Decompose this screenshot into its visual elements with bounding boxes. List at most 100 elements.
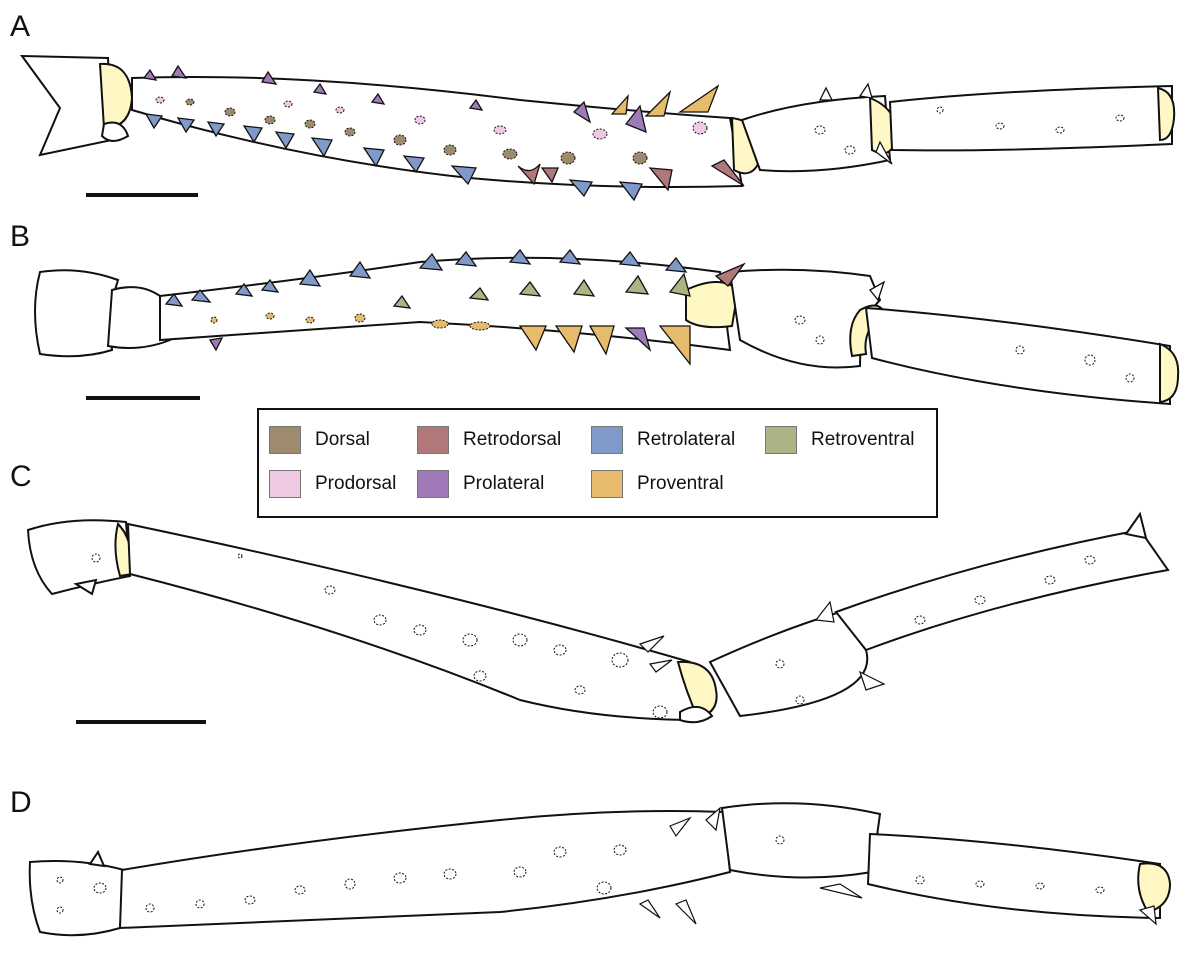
panel-b-tibia xyxy=(866,308,1170,404)
panel-b-tubercle xyxy=(1126,374,1134,382)
panel-d-tubercle xyxy=(1096,887,1104,893)
legend-item-retroventral: Retroventral xyxy=(765,424,915,456)
panel-b-spine xyxy=(660,326,690,364)
panel-c-tibia xyxy=(836,530,1168,650)
panel-c-tubercle xyxy=(653,706,667,718)
panel-c-tubercle xyxy=(915,616,925,624)
panel-d-spine xyxy=(676,900,696,924)
panel-a-spine xyxy=(570,180,592,196)
panel-b-tubercle xyxy=(211,317,217,323)
panel-b-tubercle xyxy=(306,317,314,323)
panel-a-drawing xyxy=(22,56,1174,200)
panel-b-tubercle xyxy=(1085,355,1095,365)
legend-item-prolateral: Prolateral xyxy=(417,468,544,500)
panel-d-tibia xyxy=(868,834,1160,918)
panel-a-tubercle xyxy=(265,116,275,124)
panel-d-basal-segment xyxy=(30,861,124,935)
panel-d-patella xyxy=(722,803,880,877)
legend-item-dorsal: Dorsal xyxy=(269,424,370,456)
panel-a-tubercle xyxy=(225,108,235,116)
panel-b-joint-3 xyxy=(1160,344,1178,402)
panel-b-spine xyxy=(556,326,582,352)
legend-item-proventral: Proventral xyxy=(591,468,724,500)
panel-a-tubercle xyxy=(937,107,943,113)
panel-d-spine xyxy=(820,884,862,898)
panel-c-tubercle xyxy=(776,660,784,668)
panel-a-spine xyxy=(172,66,186,78)
panel-a-tubercle xyxy=(845,146,855,154)
panel-a-tibia xyxy=(890,86,1172,150)
legend-swatch-prodorsal xyxy=(269,470,301,498)
panel-b-joint-1 xyxy=(686,282,738,327)
legend: Dorsal Retrodorsal Retrolateral Retroven… xyxy=(257,408,938,518)
panel-d-joint-1 xyxy=(1138,863,1170,912)
panel-c-drawing xyxy=(28,514,1168,722)
panel-b-tubercle xyxy=(470,322,490,330)
panel-c-tubercle xyxy=(374,615,386,625)
panel-a-tubercle xyxy=(186,99,194,105)
panel-c-tubercle xyxy=(796,696,804,704)
panel-c-tubercle xyxy=(1085,556,1095,564)
panel-d-femur xyxy=(120,811,730,928)
legend-label-retroventral: Retroventral xyxy=(811,429,915,451)
panel-c-spine xyxy=(816,602,834,622)
legend-swatch-retrodorsal xyxy=(417,426,449,454)
panel-d-tubercle xyxy=(146,904,154,912)
panel-c-tubercle xyxy=(238,554,242,558)
panel-d-tubercle xyxy=(554,847,566,857)
panel-a-tubercle xyxy=(815,126,825,134)
panel-a-tubercle xyxy=(1056,127,1064,133)
panel-c-tubercle xyxy=(1045,576,1055,584)
legend-label-retrolateral: Retrolateral xyxy=(637,429,735,451)
panel-a-tubercle xyxy=(1116,115,1124,121)
panel-c-femur xyxy=(128,524,700,720)
panel-c-tubercle xyxy=(612,653,628,667)
panel-d-tubercle xyxy=(57,877,63,883)
panel-b-tubercle xyxy=(266,313,274,319)
panel-label-d: D xyxy=(10,788,32,818)
panel-d-tubercle xyxy=(245,896,255,904)
panel-a-spine xyxy=(146,114,162,128)
panel-c-tubercle xyxy=(513,634,527,646)
panel-d-tubercle xyxy=(94,883,106,893)
legend-swatch-dorsal xyxy=(269,426,301,454)
panel-a-spine xyxy=(680,86,718,112)
panel-d-tubercle xyxy=(444,869,456,879)
panel-a-tubercle xyxy=(503,149,517,159)
panel-a-tubercle xyxy=(394,135,406,145)
panel-a-spine xyxy=(820,88,832,100)
legend-label-proventral: Proventral xyxy=(637,473,724,495)
legend-label-prodorsal: Prodorsal xyxy=(315,473,396,495)
panel-b-spine xyxy=(520,326,546,350)
legend-swatch-retroventral xyxy=(765,426,797,454)
legend-item-retrolateral: Retrolateral xyxy=(591,424,735,456)
panel-a-spine xyxy=(860,84,872,98)
panel-d-tubercle xyxy=(345,879,355,889)
panel-c-tubercle xyxy=(554,645,566,655)
panel-b-spine xyxy=(210,338,222,350)
panel-a-tubercle xyxy=(336,107,344,113)
panel-a-spine xyxy=(612,96,628,114)
panel-c-tubercle xyxy=(975,596,985,604)
panel-c-tubercle xyxy=(463,634,477,646)
legend-swatch-retrolateral xyxy=(591,426,623,454)
legend-label-retrodorsal: Retrodorsal xyxy=(463,429,561,451)
panel-b-spine xyxy=(560,250,580,264)
panel-c-spine xyxy=(860,672,884,690)
panel-c-spine-tip xyxy=(1126,514,1146,538)
panel-a-tubercle xyxy=(444,145,456,155)
panel-b-basal-segment xyxy=(35,270,118,356)
panel-d-tubercle xyxy=(916,876,924,884)
panel-d-tubercle xyxy=(394,873,406,883)
panel-d-spine-basal xyxy=(90,852,104,866)
panel-d-tubercle xyxy=(1036,883,1044,889)
panel-b-tubercle xyxy=(816,336,824,344)
panel-a-tubercle xyxy=(593,129,607,139)
panel-a-condyle xyxy=(102,123,128,142)
panel-a-tubercle xyxy=(415,116,425,124)
panel-a-tubercle xyxy=(284,101,292,107)
panel-a-spine xyxy=(620,182,642,200)
panel-d-tubercle xyxy=(57,907,63,913)
panel-a-basal-segment xyxy=(22,56,112,155)
panel-label-c: C xyxy=(10,462,32,492)
